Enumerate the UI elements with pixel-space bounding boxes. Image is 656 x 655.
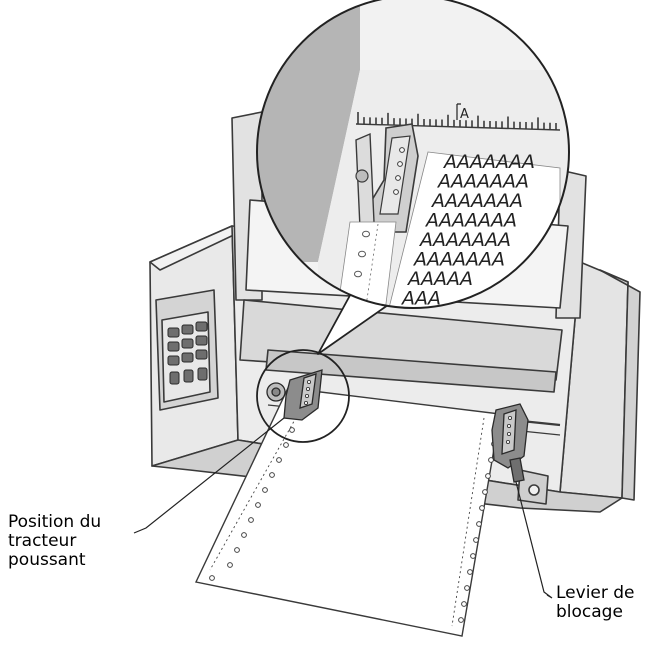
print-row: AAAAAAA	[436, 171, 529, 193]
print-row: AAAAAAA	[412, 249, 505, 271]
print-row: AAAAA	[406, 268, 473, 290]
detail-circle	[256, 349, 350, 443]
magnifier: AAAAAAAAAAAAAAAAAAAAAAAAAAAAAAAAAAAAAAAA…	[256, 0, 570, 310]
continuous-paper	[194, 387, 501, 637]
callout-lock-lever: Levier de blocage	[556, 583, 635, 622]
callout-leaders	[133, 417, 553, 599]
print-row: AAA	[400, 288, 441, 310]
control-panel-buttons	[167, 321, 208, 385]
print-row: AAAAAAA	[442, 151, 535, 173]
lock-lever	[509, 457, 525, 483]
print-row: AAAAAAA	[430, 190, 523, 212]
print-row: AAAAAAA	[424, 210, 517, 232]
ruler-mark: A	[460, 107, 469, 122]
right-tractor	[491, 403, 529, 483]
print-row: AAAAAAA	[418, 229, 511, 251]
callout-push-tractor-position: Position du tracteur poussant	[8, 512, 102, 570]
left-tractor	[266, 369, 323, 421]
